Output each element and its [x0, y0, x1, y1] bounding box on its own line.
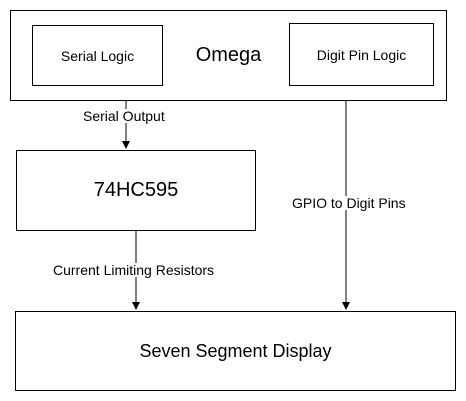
digit-pin-logic-label: Digit Pin Logic [316, 46, 407, 63]
seven-segment-display-block: Seven Segment Display [15, 311, 456, 391]
omega-title: Omega [195, 44, 262, 66]
serial-logic-block: Serial Logic [32, 25, 163, 86]
seven-segment-display-title: Seven Segment Display [139, 340, 332, 361]
gpio-digit-label: GPIO to Digit Pins [292, 195, 406, 211]
serial-output-label: Serial Output [83, 108, 165, 124]
serial-logic-label: Serial Logic [60, 47, 135, 64]
digit-pin-logic-block: Digit Pin Logic [289, 23, 434, 86]
current-limiting-label: Current Limiting Resistors [53, 262, 215, 278]
shift-register-title: 74HC595 [93, 179, 179, 201]
shift-register-block: 74HC595 [16, 150, 256, 231]
